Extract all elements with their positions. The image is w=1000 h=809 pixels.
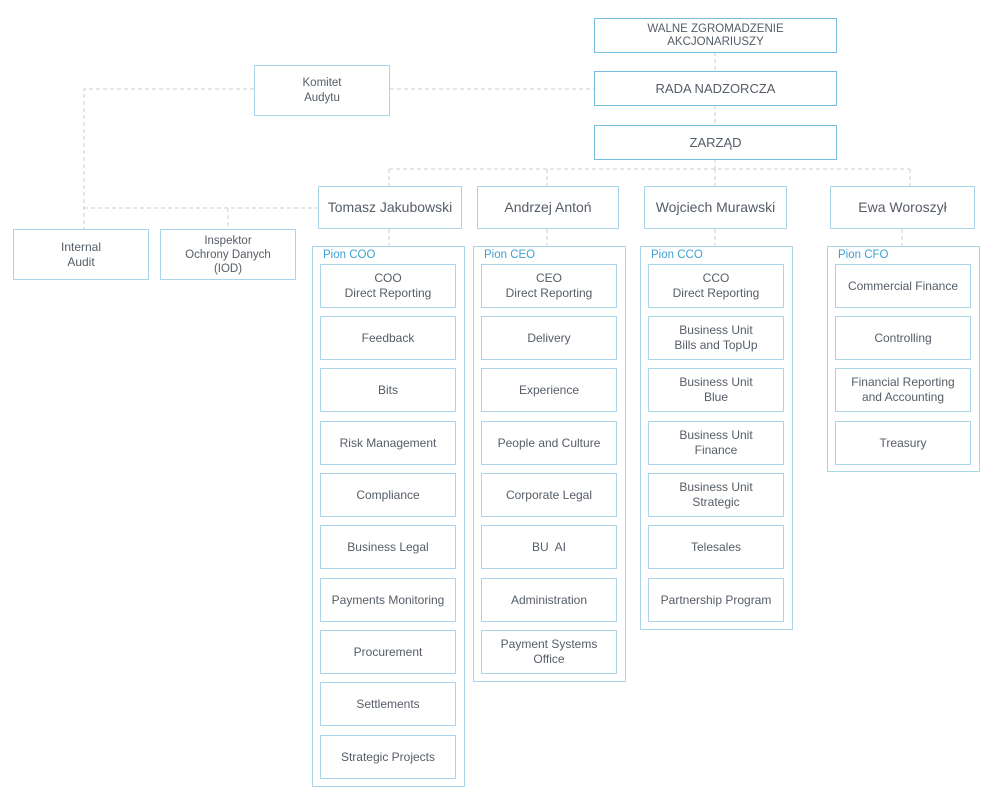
unit-box: BU AI	[481, 525, 617, 569]
unit-label: People and Culture	[497, 435, 601, 450]
unit-label: Payments Monitoring	[331, 592, 445, 607]
connector-committee-internal-audit	[83, 88, 254, 229]
division-ceo-label: Pion CEO	[484, 249, 536, 261]
division-coo-label: Pion COO	[323, 249, 376, 261]
unit-box: CEO Direct Reporting	[481, 264, 617, 308]
unit-box: Business Unit Blue	[648, 368, 784, 412]
executive-cfo-box: Ewa Woroszył	[830, 186, 975, 229]
unit-label: Business Legal	[347, 539, 429, 554]
unit-box: Payment Systems Office	[481, 630, 617, 674]
unit-box: People and Culture	[481, 421, 617, 465]
management-board-box: ZARZĄD	[594, 125, 837, 160]
unit-box: Business Unit Bills and TopUp	[648, 316, 784, 360]
unit-label: Financial Reporting and Accounting	[851, 375, 955, 404]
unit-box: Payments Monitoring	[320, 578, 456, 622]
unit-label: Partnership Program	[660, 592, 772, 607]
unit-box: Strategic Projects	[320, 735, 456, 779]
executive-coo-box: Tomasz Jakubowski	[318, 186, 462, 229]
unit-label: Corporate Legal	[505, 487, 593, 502]
unit-box: Administration	[481, 578, 617, 622]
management-board-label: ZARZĄD	[689, 135, 742, 150]
audit-committee-label: Komitet Audytu	[302, 76, 342, 104]
unit-label: Risk Management	[339, 435, 437, 450]
unit-box: Risk Management	[320, 421, 456, 465]
unit-box: Telesales	[648, 525, 784, 569]
unit-label: Business Unit Strategic	[679, 480, 753, 509]
general-assembly-box: WALNE ZGROMADZENIE AKCJONARIUSZY	[594, 18, 837, 53]
data-protection-officer-box: Inspektor Ochrony Danych (IOD)	[160, 229, 296, 280]
unit-box: Feedback	[320, 316, 456, 360]
data-protection-officer-label: Inspektor Ochrony Danych (IOD)	[185, 234, 271, 275]
unit-label: Commercial Finance	[847, 278, 959, 293]
unit-label: COO Direct Reporting	[344, 271, 432, 300]
unit-label: Procurement	[353, 644, 423, 659]
unit-label: Payment Systems Office	[500, 637, 598, 666]
unit-box: Settlements	[320, 682, 456, 726]
unit-label: Telesales	[690, 539, 742, 554]
supervisory-board-box: RADA NADZORCZA	[594, 71, 837, 106]
unit-label: Administration	[510, 592, 588, 607]
executive-cfo-name: Ewa Woroszył	[858, 199, 947, 215]
executive-ceo-name: Andrzej Antoń	[504, 199, 592, 215]
unit-box: Compliance	[320, 473, 456, 517]
unit-label: Feedback	[361, 330, 415, 345]
division-cfo-label: Pion CFO	[838, 249, 889, 261]
supervisory-board-label: RADA NADZORCZA	[655, 81, 776, 96]
unit-box: Financial Reporting and Accounting	[835, 368, 971, 412]
unit-box: Treasury	[835, 421, 971, 465]
unit-label: Business Unit Bills and TopUp	[674, 323, 758, 352]
unit-label: Experience	[518, 382, 580, 397]
unit-box: Controlling	[835, 316, 971, 360]
executive-ceo-box: Andrzej Antoń	[477, 186, 619, 229]
unit-label: Controlling	[874, 330, 932, 345]
unit-box: Procurement	[320, 630, 456, 674]
unit-box: Business Unit Strategic	[648, 473, 784, 517]
unit-label: Strategic Projects	[340, 749, 436, 764]
unit-label: CCO Direct Reporting	[672, 271, 760, 300]
unit-box: Experience	[481, 368, 617, 412]
unit-label: BU AI	[531, 539, 566, 554]
internal-audit-label: Internal Audit	[60, 239, 102, 269]
unit-box: Delivery	[481, 316, 617, 360]
general-assembly-label: WALNE ZGROMADZENIE AKCJONARIUSZY	[647, 22, 784, 48]
unit-label: Settlements	[356, 696, 420, 711]
unit-label: Delivery	[527, 330, 571, 345]
unit-label: Bits	[377, 382, 398, 397]
unit-box: COO Direct Reporting	[320, 264, 456, 308]
unit-box: Bits	[320, 368, 456, 412]
executive-coo-name: Tomasz Jakubowski	[327, 199, 453, 215]
unit-label: Business Unit Blue	[679, 375, 753, 404]
unit-label: Compliance	[356, 487, 420, 502]
unit-label: Treasury	[879, 435, 927, 450]
unit-label: Business Unit Finance	[679, 428, 753, 457]
executive-cco-name: Wojciech Murawski	[655, 199, 776, 215]
unit-box: Business Legal	[320, 525, 456, 569]
audit-committee-box: Komitet Audytu	[254, 65, 390, 116]
unit-box: Corporate Legal	[481, 473, 617, 517]
internal-audit-box: Internal Audit	[13, 229, 149, 280]
unit-box: Partnership Program	[648, 578, 784, 622]
unit-box: Commercial Finance	[835, 264, 971, 308]
unit-label: CEO Direct Reporting	[505, 271, 593, 300]
division-cco-label: Pion CCO	[651, 249, 703, 261]
unit-box: Business Unit Finance	[648, 421, 784, 465]
unit-box: CCO Direct Reporting	[648, 264, 784, 308]
executive-cco-box: Wojciech Murawski	[644, 186, 787, 229]
